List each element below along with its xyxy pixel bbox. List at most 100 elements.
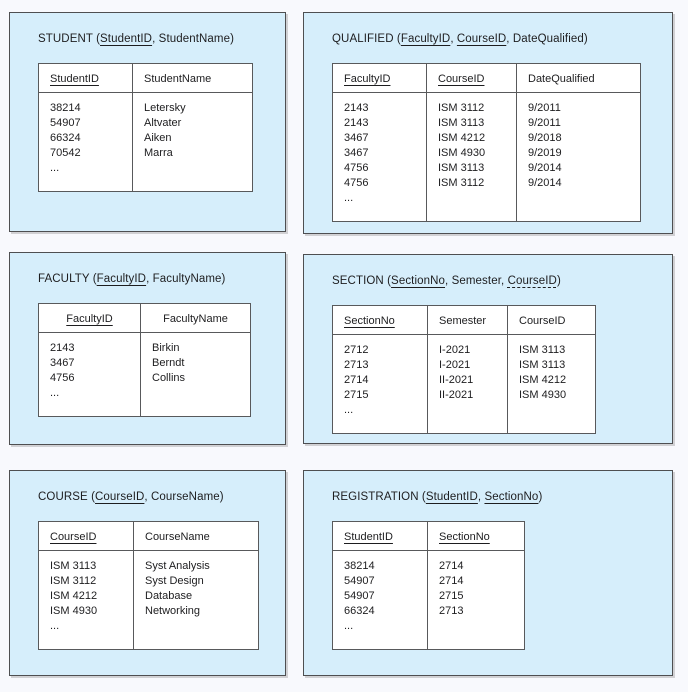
cell: Letersky [132,92,253,116]
cell: 38214 [344,560,375,572]
cell: 2715 [427,589,525,604]
cell: ISM 4930 [507,388,596,403]
ellipsis-row: ... [39,386,251,417]
empty-cell [427,403,508,434]
foreign-key-attribute: CourseID [507,275,557,287]
title-text: , CourseName) [144,491,224,503]
cell: 2712 [344,344,369,356]
table-row: ISM 3113 Syst Analysis [39,550,259,574]
cell: II-2021 [427,373,508,388]
title-text: , StudentName) [152,33,235,45]
cell: 2713 [427,604,525,619]
title-text: STUDENT ( [38,33,101,45]
relation-title-qualified: QUALIFIED (FacultyID, CourseID, DateQual… [332,32,672,47]
title-text: COURSE ( [38,491,96,503]
cell: Syst Analysis [133,550,259,574]
column-header: CourseName [133,521,259,551]
cell: ISM 4212 [426,131,517,146]
relation-panel-faculty: FACULTY (FacultyID, FacultyName) FacultyI… [9,252,286,445]
title-text: QUALIFIED ( [332,33,401,45]
primary-key-attribute: CourseID [456,33,507,45]
cell: 4756 [344,177,369,189]
primary-key-attribute: CourseID [95,491,145,503]
column-header: DateQualified [516,63,641,93]
relation-panel-qualified: QUALIFIED (FacultyID, CourseID, DateQual… [303,12,673,234]
cell: 9/2014 [516,161,641,176]
cell: 9/2011 [516,116,641,131]
cell: 9/2018 [516,131,641,146]
relation-panel-section: SECTION (SectionNo, Semester, CourseID)S… [303,254,673,444]
cell: ISM 3113 [507,334,596,358]
cell: Syst Design [133,574,259,589]
relation-title-faculty: FACULTY (FacultyID, FacultyName) [38,272,285,287]
column-header: FacultyName [140,303,251,333]
title-text: , Semester, [445,275,508,287]
column-header: SectionNo [332,305,428,335]
cell: 3467 [344,132,369,144]
cell: 54907 [50,117,81,129]
cell: Collins [140,371,251,386]
cell: ISM 3112 [426,92,517,116]
empty-cell [132,161,253,192]
relation-panel-student: STUDENT ( StudentID , StudentName) StudentI… [9,12,286,232]
title-text: , FacultyName) [146,273,226,285]
empty-cell [507,403,596,434]
cell: I-2021 [427,334,508,358]
cell: 66324 [50,132,81,144]
ellipsis-cell: ... [50,162,60,174]
title-text: , [477,491,485,503]
cell: 4756 [344,162,369,174]
cell: 9/2014 [516,176,641,191]
ellipsis-cell: ... [50,620,60,632]
ellipsis-row: ... [333,403,596,434]
table-row: 54907 Altvater [39,116,253,131]
cell: Birkin [140,332,251,356]
column-header: StudentID [38,63,133,93]
title-text: SECTION ( [332,275,392,287]
cell: 2714 [427,550,525,574]
cell: ISM 3113 [50,560,97,572]
cell: ISM 4930 [50,605,98,617]
empty-cell [427,619,525,650]
primary-key-attribute: StudentID [425,491,478,503]
cell: ISM 3113 [426,161,517,176]
cell: 2713 [344,359,369,371]
cell: Altvater [132,116,253,131]
column-header: CourseID [426,63,517,93]
cell: 4756 [50,372,75,384]
ellipsis-row: ... [333,191,641,222]
column-header: StudentID [332,521,428,551]
column-header: FacultyID [332,63,427,93]
empty-cell [140,386,251,417]
cell: ISM 4212 [507,373,596,388]
cell: 2143 [344,102,369,114]
cell: 9/2019 [516,146,641,161]
empty-cell [133,619,259,650]
ellipsis-row: ... [39,619,259,650]
table-row: 70542 Marra [39,146,253,161]
cell: II-2021 [427,388,508,403]
cell: 2715 [344,389,369,401]
cell: 70542 [50,147,81,159]
cell: Marra [132,146,253,161]
cell: ISM 4930 [426,146,517,161]
title-text: FACULTY ( [38,273,97,285]
column-header: CourseID [507,305,596,335]
